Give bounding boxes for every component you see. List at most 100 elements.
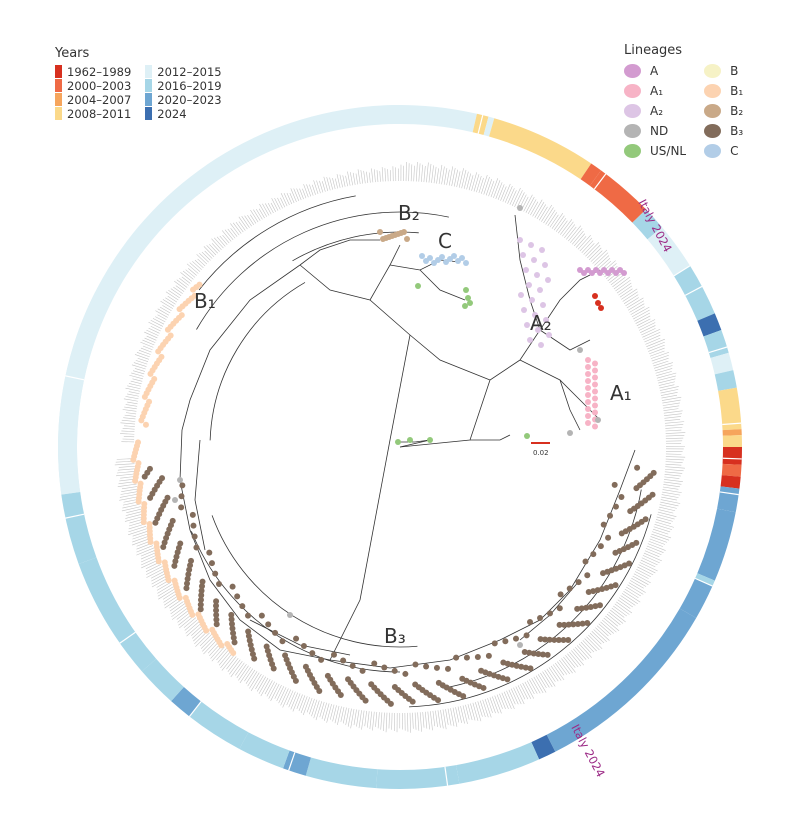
tip-label-tick bbox=[350, 172, 353, 186]
tip-label-tick bbox=[140, 557, 159, 566]
tip-label-tick bbox=[665, 432, 686, 434]
tip-label-tick bbox=[335, 178, 338, 189]
tree-tip bbox=[300, 643, 307, 650]
tree-branch bbox=[399, 359, 521, 448]
year-ring bbox=[57, 104, 742, 789]
year-ring-segment bbox=[489, 118, 592, 180]
tip-label-tick bbox=[128, 383, 142, 387]
tip-label-tick bbox=[612, 277, 626, 288]
year-ring-segment bbox=[721, 463, 742, 477]
tip-label-tick bbox=[523, 194, 533, 212]
tip-label-tick bbox=[345, 175, 348, 187]
tip-label-tick bbox=[358, 710, 362, 729]
years-legend-item: 2004–2007 bbox=[55, 93, 131, 107]
year-ring-segment bbox=[456, 742, 540, 784]
years-legend-item: 2008–2011 bbox=[55, 107, 131, 121]
tip-label-tick bbox=[418, 163, 421, 182]
tip-label-tick bbox=[364, 710, 367, 727]
tip-label-tick bbox=[579, 237, 593, 252]
tip-label-tick bbox=[532, 199, 543, 217]
tip-label-tick bbox=[565, 655, 576, 668]
years-legend-label: 2024 bbox=[157, 106, 187, 121]
tip-label-tick bbox=[621, 288, 638, 300]
tip-label-tick bbox=[157, 314, 167, 320]
tip-label-tick bbox=[123, 417, 136, 420]
year-ring-segment bbox=[632, 209, 662, 240]
tip-label-tick bbox=[282, 689, 292, 708]
tree-tip bbox=[165, 577, 172, 584]
tip-label-tick bbox=[311, 699, 318, 717]
tree-tip bbox=[518, 663, 525, 670]
tip-label-tick bbox=[414, 712, 417, 730]
tree-tip bbox=[197, 601, 204, 608]
tip-label-tick bbox=[167, 295, 178, 303]
tip-label-tick bbox=[649, 347, 665, 355]
tip-label-tick bbox=[221, 654, 235, 671]
clade-label-b3: B₃ bbox=[384, 624, 406, 648]
tip-label-tick bbox=[265, 203, 272, 215]
tip-label-tick bbox=[568, 225, 582, 242]
tree-tip bbox=[605, 534, 612, 541]
tree-tip bbox=[293, 635, 300, 642]
tree-tip bbox=[191, 292, 198, 299]
tip-label-tick bbox=[536, 204, 547, 220]
tip-label-tick bbox=[652, 357, 669, 364]
year-ring-segment bbox=[239, 732, 290, 769]
tip-label-tick bbox=[500, 186, 507, 201]
tip-label-tick bbox=[421, 164, 424, 182]
tree-tip bbox=[213, 611, 220, 618]
tip-label-tick bbox=[216, 648, 227, 661]
tip-label-tick bbox=[594, 252, 609, 266]
tip-label-tick bbox=[321, 702, 327, 720]
tip-label-tick bbox=[270, 202, 277, 212]
tree-branch bbox=[369, 244, 401, 301]
tree-tip bbox=[517, 237, 523, 243]
tip-label-tick bbox=[313, 180, 319, 195]
tip-label-tick bbox=[571, 650, 584, 666]
tree-tip bbox=[537, 636, 544, 643]
tip-label-tick bbox=[637, 319, 656, 329]
tree-tip bbox=[534, 272, 540, 278]
tip-label-tick bbox=[664, 474, 681, 477]
tip-label-tick bbox=[544, 670, 556, 687]
tree-tip bbox=[612, 549, 619, 556]
years-legend-swatch bbox=[55, 107, 62, 120]
tip-label-tick bbox=[136, 545, 154, 553]
tip-label-tick bbox=[616, 282, 632, 294]
tree-tip bbox=[462, 303, 468, 309]
year-ring-segment bbox=[718, 387, 742, 431]
tip-label-tick bbox=[229, 659, 241, 675]
tip-label-tick bbox=[186, 623, 202, 637]
tip-label-tick bbox=[290, 692, 299, 710]
tip-label-tick bbox=[160, 300, 173, 309]
tip-label-tick bbox=[650, 351, 670, 359]
tip-label-tick bbox=[663, 479, 683, 483]
tip-label-tick bbox=[430, 711, 433, 731]
tip-label-tick bbox=[114, 463, 135, 466]
tip-label-tick bbox=[658, 509, 674, 514]
tip-label-tick bbox=[270, 683, 280, 702]
tree-tip bbox=[164, 494, 171, 501]
tree-tip bbox=[592, 603, 599, 610]
tip-label-tick bbox=[651, 533, 670, 541]
tip-label-tick bbox=[600, 621, 614, 634]
tip-label-tick bbox=[247, 671, 258, 687]
tip-label-tick bbox=[128, 528, 147, 536]
tree-tip bbox=[595, 300, 601, 306]
year-ring-segment bbox=[61, 491, 97, 564]
tip-label-tick bbox=[482, 699, 489, 718]
tree-tip bbox=[427, 437, 433, 443]
tip-label-tick bbox=[286, 192, 293, 205]
tip-label-tick bbox=[629, 303, 645, 313]
tree-tip bbox=[575, 579, 582, 586]
tip-label-tick bbox=[644, 334, 661, 343]
year-ring-separator bbox=[694, 577, 713, 587]
tip-label-tick bbox=[549, 214, 559, 228]
year-ring-segment bbox=[78, 291, 113, 337]
tree-tip bbox=[199, 578, 206, 585]
tip-label-tick bbox=[554, 662, 565, 676]
tree-tip bbox=[302, 663, 309, 670]
tip-label-tick bbox=[250, 673, 262, 692]
